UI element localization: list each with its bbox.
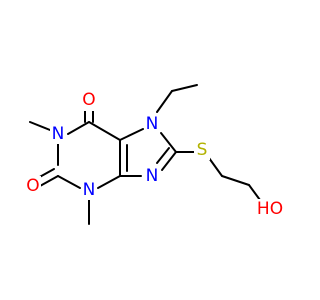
bond-ch2-oh	[248, 184, 261, 201]
atom-nitrogen-3: N	[83, 180, 96, 200]
bond-n3-c4	[97, 175, 121, 189]
atom-oxygen-carbonyl-left: O	[26, 176, 39, 196]
bond-c8-n9-double	[156, 147, 170, 164]
atom-nitrogen-9: N	[146, 166, 159, 186]
bond-ethyl-ch3	[171, 84, 198, 92]
bond-n1-methyl	[29, 121, 51, 131]
molecule-diagram: O N N O N N S HO	[25, 84, 285, 225]
atom-hydroxyl: HO	[257, 199, 283, 219]
atoms: O N N O N N S HO	[25, 90, 285, 219]
atom-oxygen-carbonyl-top: O	[82, 90, 95, 110]
atom-nitrogen-7: N	[146, 114, 159, 134]
bond-c5-n7	[119, 128, 144, 141]
bond-n7-ch2	[156, 90, 173, 113]
bond-c2-n3	[57, 175, 81, 189]
atom-sulfur: S	[197, 140, 208, 160]
bond-ch2-ch2	[221, 175, 250, 186]
atom-nitrogen-1: N	[52, 124, 65, 144]
bond-c6-c5	[88, 121, 121, 141]
bond-c2-o	[39, 175, 59, 187]
structure-svg: O N N O N N S HO	[25, 84, 285, 225]
bond-s-ch2	[208, 157, 223, 177]
bonds	[29, 84, 261, 225]
bond-n7-c8	[160, 132, 177, 153]
bond-c8-n9	[161, 151, 177, 171]
bond-c6-n1	[67, 121, 90, 135]
